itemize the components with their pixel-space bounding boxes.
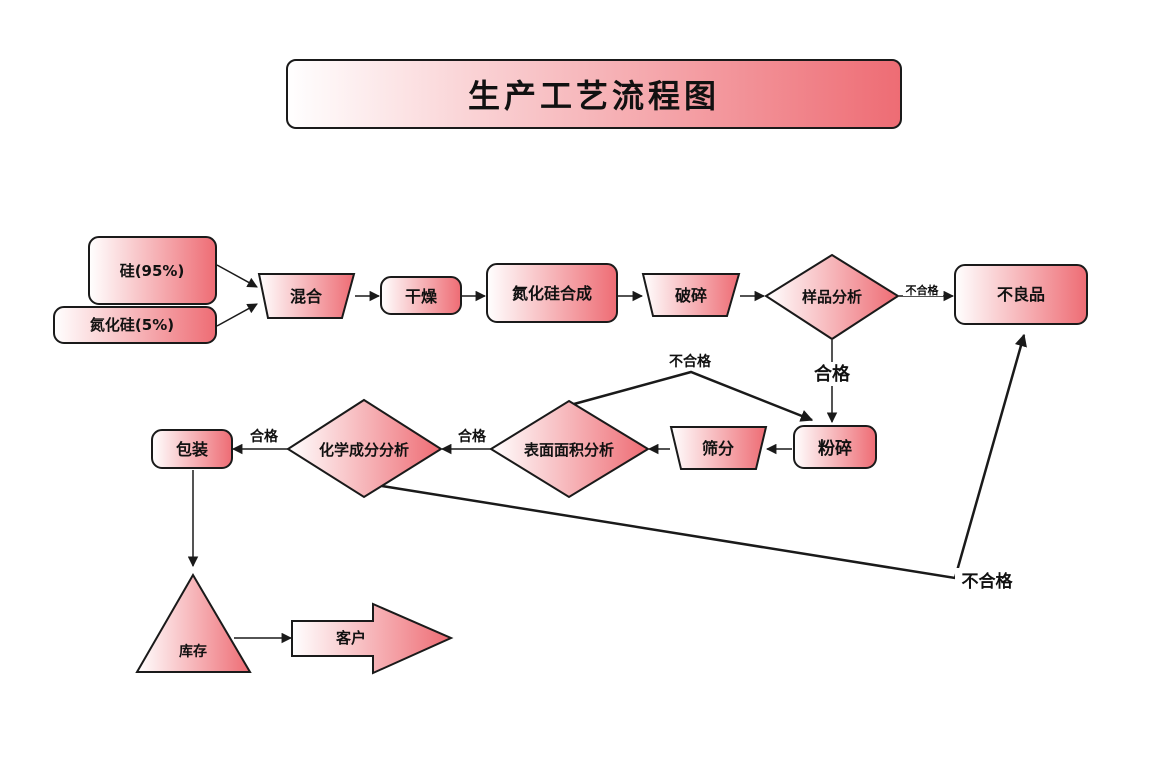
node-synthesis[interactable]: 氮化硅合成 xyxy=(486,263,618,323)
node-defective[interactable]: 不良品 xyxy=(954,264,1088,325)
node-customer-label: 客户 xyxy=(335,629,366,647)
node-defective-label: 不良品 xyxy=(997,285,1045,304)
edge-silicon-mix xyxy=(216,264,258,288)
node-silicon-nitride[interactable]: 氮化硅(5%) xyxy=(53,306,217,344)
node-packaging-label: 包装 xyxy=(176,440,208,459)
node-sample-analysis[interactable]: 样品分析 xyxy=(764,253,900,341)
edge-label-sample-fail: 不合格 xyxy=(906,283,940,297)
node-pulverize-label: 粉碎 xyxy=(818,438,852,459)
node-chemical-analysis[interactable]: 化学成分分析 xyxy=(286,398,443,499)
node-dry-label: 干燥 xyxy=(405,287,438,306)
node-crush-label: 破碎 xyxy=(675,286,707,305)
node-sieve-label: 筛分 xyxy=(702,439,734,458)
edge-label-sample-pass: 合格 xyxy=(814,363,851,385)
node-mix[interactable]: 混合 xyxy=(257,273,356,319)
page-title: 生产工艺流程图 xyxy=(468,77,720,115)
node-inventory-label: 库存 xyxy=(179,643,207,660)
node-pulverize[interactable]: 粉碎 xyxy=(793,425,877,469)
edge-nitride-mix xyxy=(216,303,258,327)
node-mix-label: 混合 xyxy=(290,287,323,306)
edges xyxy=(187,264,1027,644)
node-crush[interactable]: 破碎 xyxy=(641,273,741,317)
edge-label-chem-fail: 不合格 xyxy=(962,571,1014,592)
node-silicon[interactable]: 硅(95%) xyxy=(88,236,217,305)
node-surface-area-analysis-label: 表面面积分析 xyxy=(524,441,614,459)
node-silicon-nitride-label: 氮化硅(5%) xyxy=(90,316,174,334)
node-sieve[interactable]: 筛分 xyxy=(669,426,768,470)
node-dry[interactable]: 干燥 xyxy=(380,276,462,315)
node-synthesis-label: 氮化硅合成 xyxy=(512,284,592,303)
node-chemical-analysis-label: 化学成分分析 xyxy=(319,441,409,459)
node-customer[interactable]: 客户 xyxy=(291,602,454,675)
edge-surface-pulverize-fail xyxy=(573,370,814,422)
node-sample-analysis-label: 样品分析 xyxy=(802,288,862,306)
title-box: 生产工艺流程图 xyxy=(286,59,902,129)
node-surface-area-analysis[interactable]: 表面面积分析 xyxy=(489,399,650,499)
edge-label-chem-pass: 合格 xyxy=(250,428,279,445)
node-silicon-label: 硅(95%) xyxy=(120,262,185,280)
edge-label-surface-fail: 不合格 xyxy=(669,353,712,370)
edge-label-surface-pass: 合格 xyxy=(458,428,487,445)
node-inventory[interactable]: 库存 xyxy=(135,573,252,673)
node-packaging[interactable]: 包装 xyxy=(151,429,233,469)
